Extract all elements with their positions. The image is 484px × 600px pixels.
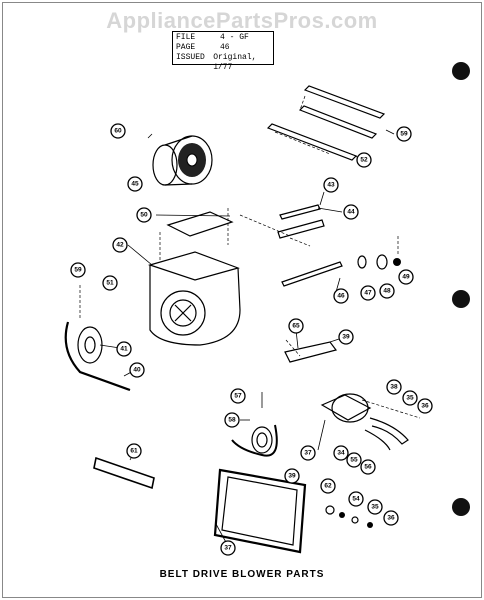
callout-56: 56 (364, 464, 372, 471)
blower-wheel (152, 135, 213, 186)
callout-54: 54 (352, 496, 360, 503)
callout-47: 47 (364, 290, 372, 297)
binder-hole-top (452, 62, 470, 80)
callout-49-circle (398, 269, 414, 285)
callout-43: 43 (327, 182, 335, 189)
binder-hole-middle (452, 290, 470, 308)
callout-49: 49 (402, 274, 410, 281)
callout-34: 34 (337, 450, 345, 457)
callout-50: 50 (140, 212, 148, 219)
callout-62: 62 (324, 483, 332, 490)
callout-48: 48 (383, 288, 391, 295)
callout-35-circle (367, 499, 383, 515)
strip (93, 456, 155, 490)
pulley-belt-left (64, 285, 131, 392)
callout-45: 45 (131, 181, 139, 188)
callout-44: 44 (347, 209, 355, 216)
callout-35-circle (402, 390, 418, 406)
callout-57: 57 (234, 393, 242, 400)
callout-55-circle (346, 452, 362, 468)
callout-45-circle (127, 176, 143, 192)
callout-37-circle (220, 540, 236, 556)
callout-36-circle (383, 510, 399, 526)
plate (166, 211, 234, 237)
callout-36: 36 (421, 403, 429, 410)
callout-59-circle (396, 126, 412, 142)
callout-39: 39 (288, 473, 296, 480)
bracket-43-44 (277, 204, 325, 247)
callout-51: 51 (106, 280, 114, 287)
callout-41-circle (116, 341, 132, 357)
hardware-lower (325, 505, 373, 528)
callout-65: 65 (292, 323, 300, 330)
info-block: FILE 4 - GF PAGE 46 ISSUED Original, 1/77 (172, 31, 274, 72)
shaft (281, 236, 401, 287)
watermark: AppliancePartsPros.com (106, 8, 378, 33)
callout-36: 36 (387, 515, 395, 522)
page-label: PAGE (176, 43, 196, 52)
callout-61-circle (126, 443, 142, 459)
binder-hole-bottom (452, 498, 470, 516)
rail-upper (298, 85, 386, 139)
callout-51-circle (102, 275, 118, 291)
callout-39-circle (338, 329, 354, 345)
callout-42-circle (112, 237, 128, 253)
motor (320, 393, 421, 451)
callout-43-circle (323, 177, 339, 193)
issued-value: Original, 1/77 (213, 53, 257, 72)
pulley-belt-right (231, 424, 278, 457)
file-value: 4 - GF (220, 33, 249, 42)
callout-60: 60 (114, 128, 122, 135)
callout-35: 35 (406, 395, 414, 402)
page-value: 46 (220, 43, 230, 52)
callout-59: 59 (400, 131, 408, 138)
callout-44-circle (343, 204, 359, 220)
callout-55: 55 (350, 457, 358, 464)
callout-35: 35 (371, 504, 379, 511)
callout-group: 60 45 59 52 43 44 50 42 46 47 48 49 51 59 41 40 65 39 38 35… (70, 123, 433, 556)
callout-40: 40 (133, 367, 141, 374)
callout-36-circle (417, 398, 433, 414)
callout-58-circle (224, 412, 240, 428)
callout-37: 37 (304, 450, 312, 457)
diagram-title: BELT DRIVE BLOWER PARTS (159, 569, 325, 580)
callout-62-circle (320, 478, 336, 494)
callout-47-circle (360, 285, 376, 301)
callout-52-circle (356, 152, 372, 168)
callout-39: 39 (342, 334, 350, 341)
callout-38-circle (386, 379, 402, 395)
callout-59: 59 (74, 267, 82, 274)
callout-60-circle (110, 123, 126, 139)
callout-46-circle (333, 288, 349, 304)
filter (213, 468, 307, 554)
callout-58: 58 (228, 417, 236, 424)
callout-37-circle (300, 445, 316, 461)
callout-59-circle (70, 262, 86, 278)
callout-54-circle (348, 491, 364, 507)
callout-50-circle (136, 207, 152, 223)
callout-40-circle (129, 362, 145, 378)
file-label: FILE (176, 33, 196, 42)
issued-label: ISSUED (176, 53, 205, 62)
mount-bracket (284, 341, 338, 363)
callout-38: 38 (390, 384, 398, 391)
callout-52: 52 (360, 157, 368, 164)
callout-42: 42 (116, 242, 124, 249)
callout-46: 46 (337, 293, 345, 300)
callout-56-circle (360, 459, 376, 475)
blower-housing (147, 232, 241, 346)
callout-34-circle (333, 445, 349, 461)
callout-39-circle (284, 468, 300, 484)
rail-lower (266, 123, 358, 161)
callout-48-circle (379, 283, 395, 299)
callout-65-circle (288, 318, 304, 334)
callout-41: 41 (120, 346, 128, 353)
callout-37: 37 (224, 545, 232, 552)
callout-57-circle (230, 388, 246, 404)
callout-61: 61 (130, 448, 138, 455)
